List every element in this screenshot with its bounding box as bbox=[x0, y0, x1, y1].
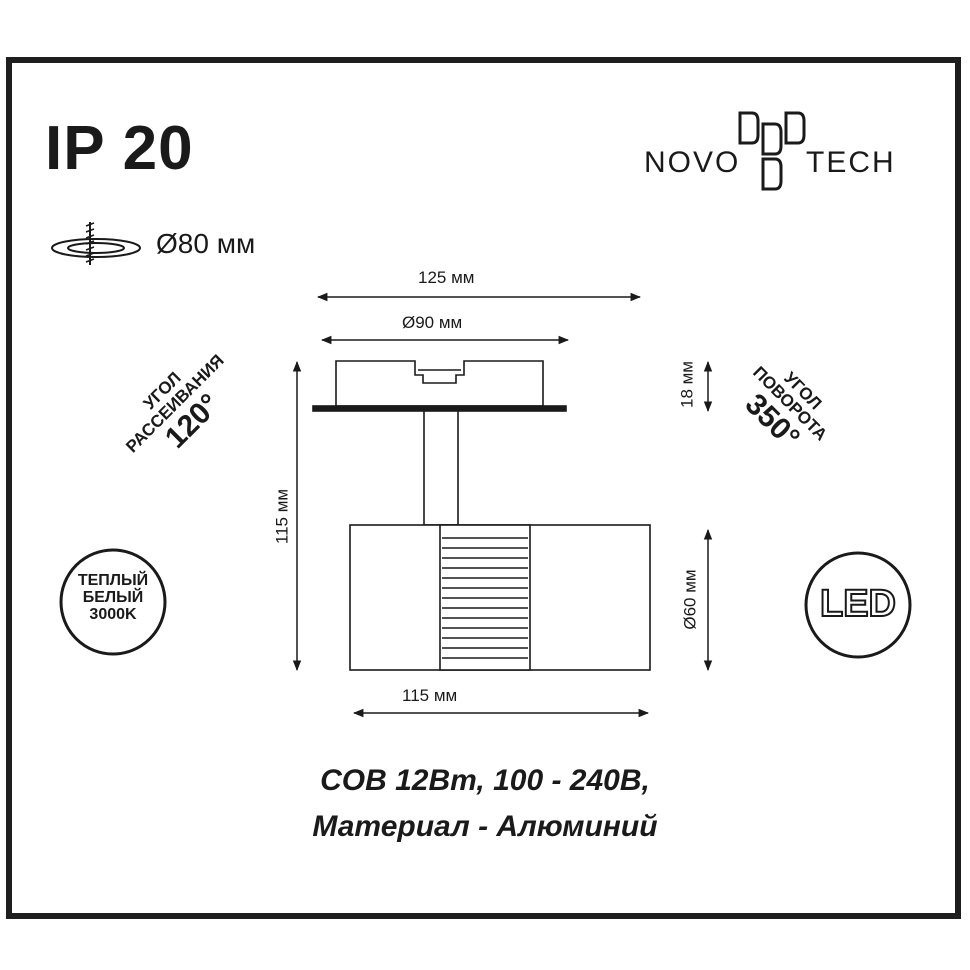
width-bottom-label: 115 мм bbox=[402, 686, 458, 705]
height-total-label: 115 мм bbox=[272, 488, 292, 545]
brand-logo-mark bbox=[738, 111, 806, 191]
width-top-label: 125 мм bbox=[418, 268, 475, 287]
cutout-disc-icon bbox=[51, 222, 141, 265]
led-label: LED bbox=[819, 583, 897, 625]
diameter-head-label: Ø60 мм bbox=[680, 569, 700, 630]
color-temperature-badge bbox=[59, 548, 167, 656]
ip-rating: IP 20 bbox=[45, 114, 194, 183]
color-temperature-text: ТЕПЛЫЙ БЕЛЫЙ 3000K bbox=[63, 572, 163, 623]
cutout-diameter-label: Ø80 мм bbox=[156, 228, 256, 259]
head-grille bbox=[442, 537, 528, 659]
color-badge-line1: ТЕПЛЫЙ bbox=[77, 572, 149, 589]
fixture-outline bbox=[312, 360, 651, 671]
outer-frame bbox=[6, 57, 961, 919]
spec-line-1: COB 12Вт, 100 - 240В, bbox=[320, 764, 650, 797]
led-badge bbox=[804, 551, 912, 659]
diameter-top-label: Ø90 мм bbox=[402, 313, 463, 332]
color-badge-line2: БЕЛЫЙ bbox=[82, 588, 144, 606]
height-base-label: 18 мм bbox=[677, 361, 697, 409]
brand-name-right: TECH bbox=[806, 146, 896, 179]
spec-line-2: Материал - Алюминий bbox=[312, 810, 658, 843]
color-badge-line3: 3000K bbox=[89, 605, 137, 623]
brand-name-left: NOVO bbox=[644, 146, 741, 179]
